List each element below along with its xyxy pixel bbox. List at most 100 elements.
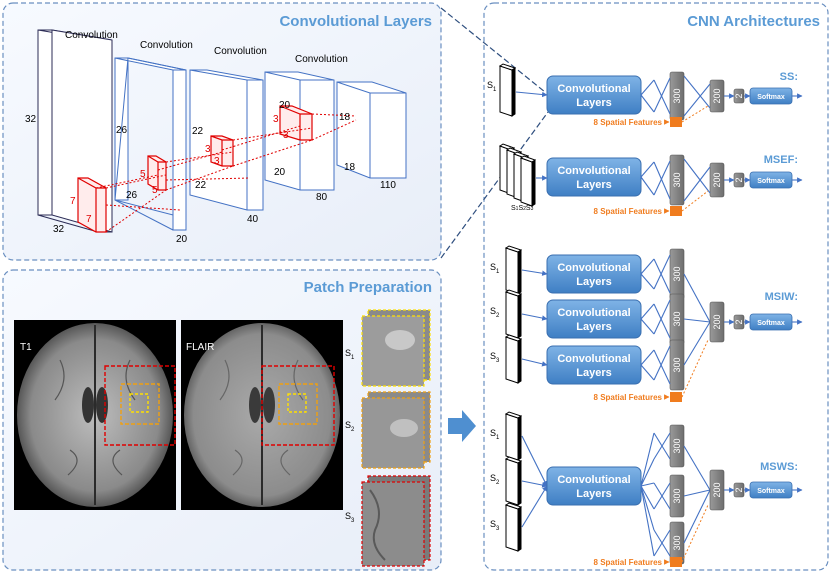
fc-merge [683,445,711,491]
conv-box-label: Layers [576,367,611,379]
dim-label: 20 [279,100,291,111]
fc1-bar: 300 [669,248,685,300]
slab-face [499,65,513,117]
slab-side [517,460,522,506]
spatial-feature-box [670,117,682,127]
patch-s2-stack [361,391,431,469]
spatial-link [681,105,709,123]
fc2-bar: 200 [709,301,725,343]
arch-name: MSIW: [765,291,798,303]
fc3-bar: 2 [733,314,745,330]
dim-label: 22 [192,126,204,137]
fc-link [653,254,671,290]
fc-link [653,303,671,339]
spatial-feature-box [670,557,682,567]
fc-link [640,485,655,510]
slab-side [517,415,522,461]
dim-label: 20 [274,167,286,178]
conv-box-label: Layers [576,276,611,288]
patch-s3-outline [104,365,176,446]
fc1-bar: 300 [669,474,685,518]
fc1-bar: 300 [669,154,685,206]
conv-label-4: Convolution [295,54,348,65]
fc-link [683,166,711,202]
fc-link [640,485,655,531]
kernel-dim-label: 7 [70,196,76,207]
conv-panel-title: Convolutional Layers [279,13,432,30]
fc-link [640,318,655,335]
softmax-box: Softmax [749,87,793,105]
slab-side [517,506,522,552]
slab-face [505,247,519,295]
input-patch-slab [498,63,517,117]
scale-label: S1 [487,80,497,93]
kernel-dim-label: 5 [140,169,146,180]
kernel-dim-label: 3 [283,130,289,141]
spatial-features-label: 8 Spatial Features [594,393,663,402]
fc-link [640,485,655,557]
dim-label: 26 [126,190,138,201]
fc-link [653,161,671,200]
dim-label: 32 [25,114,37,125]
conv-box-label: Convolutional [557,165,630,177]
fc-link [640,273,655,290]
flow-arrow [448,410,476,442]
dim-label: 20 [176,234,188,245]
arch-name: SS: [780,71,798,83]
fc-link [640,94,655,113]
softmax-box: Softmax [749,171,793,189]
projection-lines [95,113,357,233]
softmax-box: Softmax [749,481,793,499]
input-patch-slab [519,155,537,207]
fc1-bar: 300 [669,293,685,345]
t1-mri-image [14,320,176,510]
fc-link [653,529,671,557]
input-patch-slab [504,289,523,339]
fc3-bar: 2 [733,88,745,104]
fc-link [653,258,671,294]
fc2-bar: 200 [709,162,725,198]
fc1-bar-label: 300 [672,535,682,550]
patch-s1-stack [361,309,431,387]
connector-line [440,7,546,93]
conv-box-label: Layers [576,179,611,191]
kernel-dim-label: 7 [86,214,92,225]
fc-link [653,79,671,115]
softmax-label: Softmax [757,178,785,185]
conv-volume-2 [114,57,187,231]
fc2-bar-label: 200 [712,482,722,497]
fc-link [640,432,655,487]
fc3-bar-label: 2 [734,319,744,324]
softmax-label: Softmax [757,320,785,327]
input-link [521,485,548,528]
fc-link [653,482,671,510]
conv-box-label: Convolutional [557,474,630,486]
fc-link [683,158,711,194]
scale-label: S1 [490,428,500,441]
msiw-merge: 200 2 Softmax MSIW: [709,291,803,343]
scale-label: S1 [490,262,500,275]
spatial-link [681,504,709,563]
scale-label: S2 [490,306,500,319]
input-patch-slab [504,502,523,552]
patch-s3-stack [361,475,431,567]
slab-face [505,504,519,552]
slab-face [505,336,519,384]
scale-label: S3 [490,519,500,532]
scale-label: S2 [490,473,500,486]
conv-label-2: Convolution [140,40,193,51]
cnn-arch-panel [483,2,829,571]
slab-face [505,413,519,461]
flair-patch-s2-outline [278,383,318,425]
spatial-link [681,339,709,398]
flair-patch-s3-outline [261,365,335,446]
input-link [521,435,548,487]
fc-link [653,345,671,381]
patch-s3-label: S3 [345,511,355,524]
